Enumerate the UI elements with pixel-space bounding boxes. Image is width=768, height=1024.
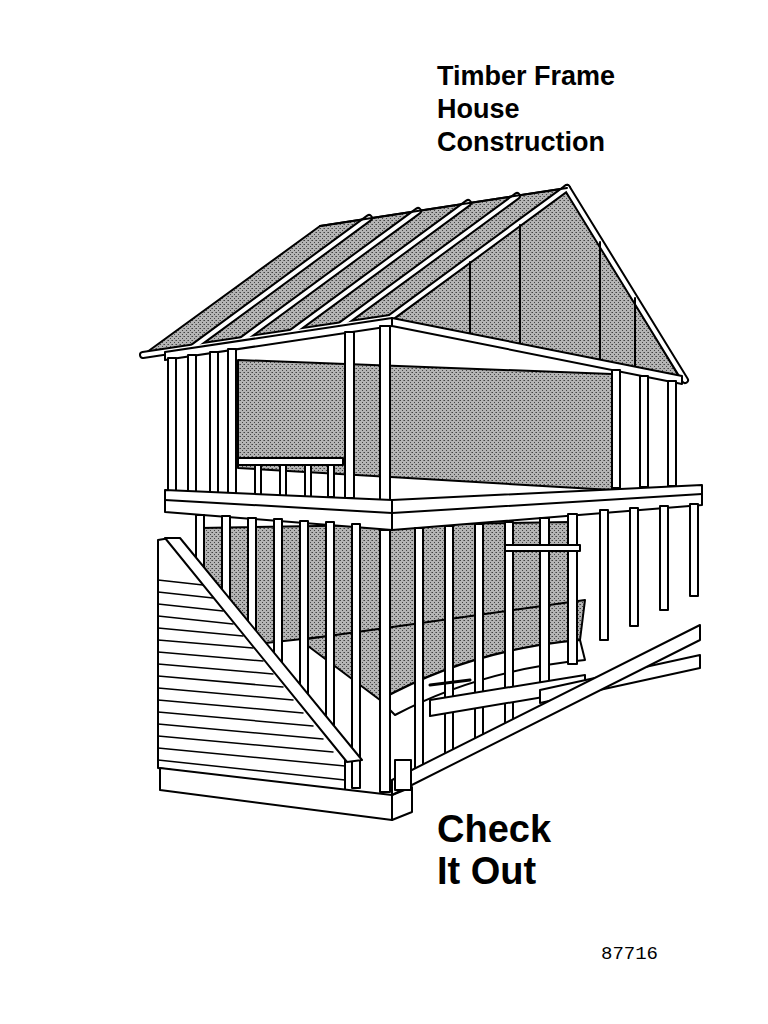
diagonal-brace (165, 538, 362, 762)
top-plate (165, 318, 392, 360)
rafters (143, 188, 685, 380)
sill (392, 625, 700, 795)
document-number: 87716 (601, 943, 721, 965)
sill (160, 768, 392, 820)
interior-wall (238, 360, 612, 490)
foundation-block (395, 760, 411, 790)
document-title: Timber Frame House Construction (437, 60, 647, 159)
siding (158, 538, 345, 795)
cover-slogan: Check It Out (437, 808, 577, 892)
top-plate (392, 318, 682, 384)
siding-lines (158, 580, 345, 780)
studs (168, 326, 676, 500)
